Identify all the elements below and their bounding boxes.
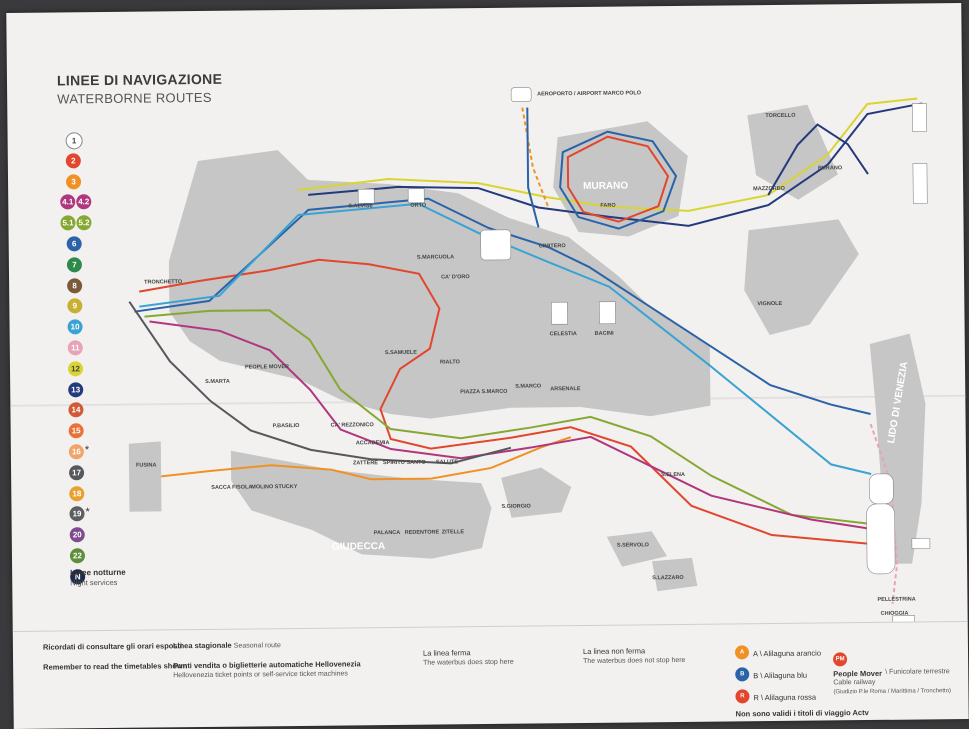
route-green [144,309,872,525]
route-map[interactable]: MURANO GIUDECCA LIDO DI VENEZIA AEROPORT… [6,3,967,631]
people-mover-icon: PM [833,652,848,667]
stop-palanca: PALANCA [374,530,401,536]
stop-s-marco: S.MARCO [515,383,542,389]
stop-fusina: FUSINA [136,462,157,468]
alilaguna-blue-icon: B [735,667,750,682]
stop-ca-rezzonico: CA' REZZONICO [331,422,375,428]
fusina-land [128,441,162,512]
stop-salute: SALUTE [436,459,458,465]
stop-arsenale: ARSENALE [550,386,581,392]
route-red [139,258,872,545]
route-purple [149,320,872,530]
footer-not-valid: Non sono validi i titoli di viaggio Actv [735,708,869,719]
s-lazzaro-land [652,557,698,592]
sant-erasmo-land [744,219,859,336]
route-murano-loop-blue [559,130,678,230]
footer-pm-title: People Mover [833,668,883,679]
footer-nostop-it: La linea non ferma [582,646,646,657]
venice-land [168,150,711,419]
route-orange [161,436,572,481]
footer-remember-it: Ricordati di consultare gli orari espost… [42,641,183,652]
stop-zattere: ZATTERE [353,460,378,466]
s-giorgio-land [501,467,572,518]
lido-land [869,333,926,564]
s-servolo-land [606,531,668,567]
stop-s-marta: S.MARTA [205,379,230,385]
stop-mazzorbo: MAZZORBO [753,186,786,192]
footer-stop-it: La linea ferma [422,648,471,658]
route-blue [134,197,871,415]
route-murano-loop [566,135,670,223]
stop-airport: AEROPORTO / AIRPORT MARCO POLO [537,90,642,97]
footer-sales-en: Hellovenezia ticket points or self-servi… [173,670,348,680]
stop-redentore: REDENTORE [405,530,440,536]
route-airport-blue [526,107,540,228]
footer-pm-en: Cable railway [833,678,876,687]
route-cyan [139,202,872,475]
stop-zitelle: ZITELLE [442,529,465,535]
alilaguna-red-icon: R [735,689,750,704]
stop-bacini: BACINI [595,331,614,337]
stop-sacca-fisola: SACCA FISOLA [211,484,252,490]
stop-s-giorgio: S.GIORGIO [501,504,531,510]
route-dark [308,102,923,227]
stop-torcello: TORCELLO [765,113,796,119]
stop-p-basilio: P.BASILIO [273,423,301,429]
stop-labels: AEROPORTO / AIRPORT MARCO POLO FUSINA S.… [136,90,916,617]
stop-accademia: ACCADEMIA [356,440,390,446]
stop-burano: BURANO [818,165,843,171]
footer-nostop-en: The waterbus does not stop here [583,656,686,666]
stop-faro: FARO [600,203,616,209]
stop-molino-stucky: MOLINO STUCKY [251,484,298,490]
stop-orto: ORTO [410,203,427,209]
footer-pm-route: (Giudizio P.le Roma / Marittima / Tronch… [833,688,952,696]
stop-pellestrina: PELLESTRINA [877,597,915,603]
footer-alilaguna-a: A \ Alilaguna arancio [752,648,822,659]
stop-chioggia: CHIOGGIA [881,611,909,617]
map-sheet: LINEE DI NAVIGAZIONE WATERBORNE ROUTES 1… [6,3,969,729]
route-burano [767,123,869,196]
stop-s-marcuola: S.MARCUOLA [417,254,454,260]
area-giudecca: GIUDECCA [332,541,385,553]
stop-celestia: CELESTIA [550,331,577,337]
footer-stop-en: The waterbus does stop here [423,658,514,667]
stop-spirito-santo: SPIRITO SANTO [383,460,426,466]
stop-s-elena: S.ELENA [661,472,685,478]
stop-s-servolo: S.SERVOLO [617,542,650,548]
routes [128,97,923,604]
footer-seasonal: Linea stagionale Seasonal route [172,640,281,651]
route-grey [128,301,512,465]
stop-s-alvise: S.ALVISE [348,203,373,209]
footer-alilaguna-r: R \ Alilaguna rossa [753,692,817,703]
footer-pm-sub: \ Funicolare terrestre [885,668,950,676]
land-areas [128,104,926,592]
stop-rialto: RIALTO [440,359,461,365]
footer-sales-it: Punti vendita o biglietterie automatiche… [173,659,361,671]
stop-tronchetto: TRONCHETTO [144,279,183,285]
giudecca-land [230,450,492,559]
area-murano: MURANO [583,181,628,192]
stop-s-lazzaro: S.LAZZARO [652,575,684,581]
route-yellow [298,97,918,212]
footer-remember-en: Remember to read the timetables shown [43,661,188,672]
stop-people-mover: PEOPLE MOVER [245,364,289,370]
stop-s-samuele: S.SAMUELE [385,350,417,356]
route-lido-line [869,423,899,604]
stop-ca-doro: CA' D'ORO [441,274,470,280]
stop-piazza-s-marco: PIAZZA S.MARCO [460,389,508,396]
stop-cimitero: CIMITERO [539,243,567,249]
alilaguna-orange-icon: A [734,645,750,660]
footer-alilaguna-b: B \ Alilaguna blu [753,670,808,681]
stop-vignole: VIGNOLE [757,301,782,307]
